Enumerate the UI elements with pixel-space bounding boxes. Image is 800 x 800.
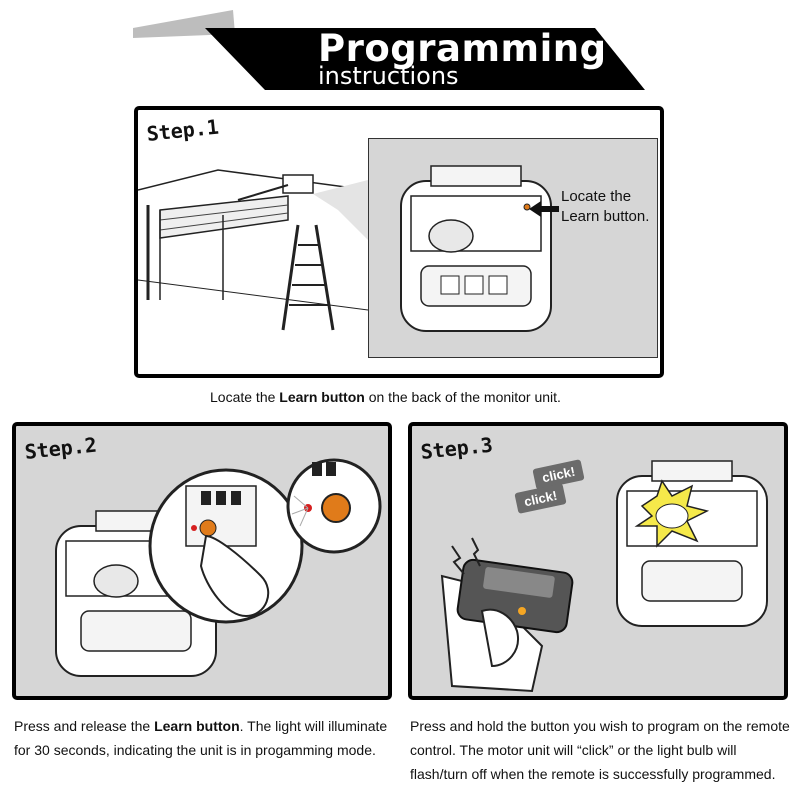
step1-zoom-inset: Locate the Learn button. (368, 138, 658, 358)
title-banner (205, 28, 645, 90)
opener-unit-flash-illustration (616, 460, 768, 627)
hand-pressing-learn-button-illustration (148, 468, 304, 624)
garage-scene-illustration (138, 169, 368, 331)
opener-unit-back-illustration (400, 165, 552, 332)
page-title: Programming (318, 27, 607, 70)
step2-label: Step.2 (23, 432, 98, 464)
callout-arrow-icon (529, 201, 559, 217)
step3-panel: Step.3 click! click! (408, 422, 788, 700)
learn-button-closeup-illustration (286, 458, 382, 554)
callout-text-line1: Locate the (561, 188, 632, 205)
step3-caption: Press and hold the button you wish to pr… (410, 718, 790, 782)
step1-label: Step.1 (145, 114, 220, 146)
hand-holding-remote-illustration (440, 537, 574, 693)
step1-caption: Locate the Learn button on the back of t… (210, 389, 561, 405)
step3-label: Step.3 (419, 432, 494, 464)
page-subtitle: instructions (318, 62, 459, 90)
step1-panel: Step.1 (134, 106, 664, 378)
callout-text-line2: Learn button. (561, 208, 650, 225)
step2-caption: Press and release the Learn button. The … (14, 718, 388, 758)
step2-panel: Step.2 (12, 422, 392, 700)
click-sound-badge-2: click! (514, 483, 567, 514)
